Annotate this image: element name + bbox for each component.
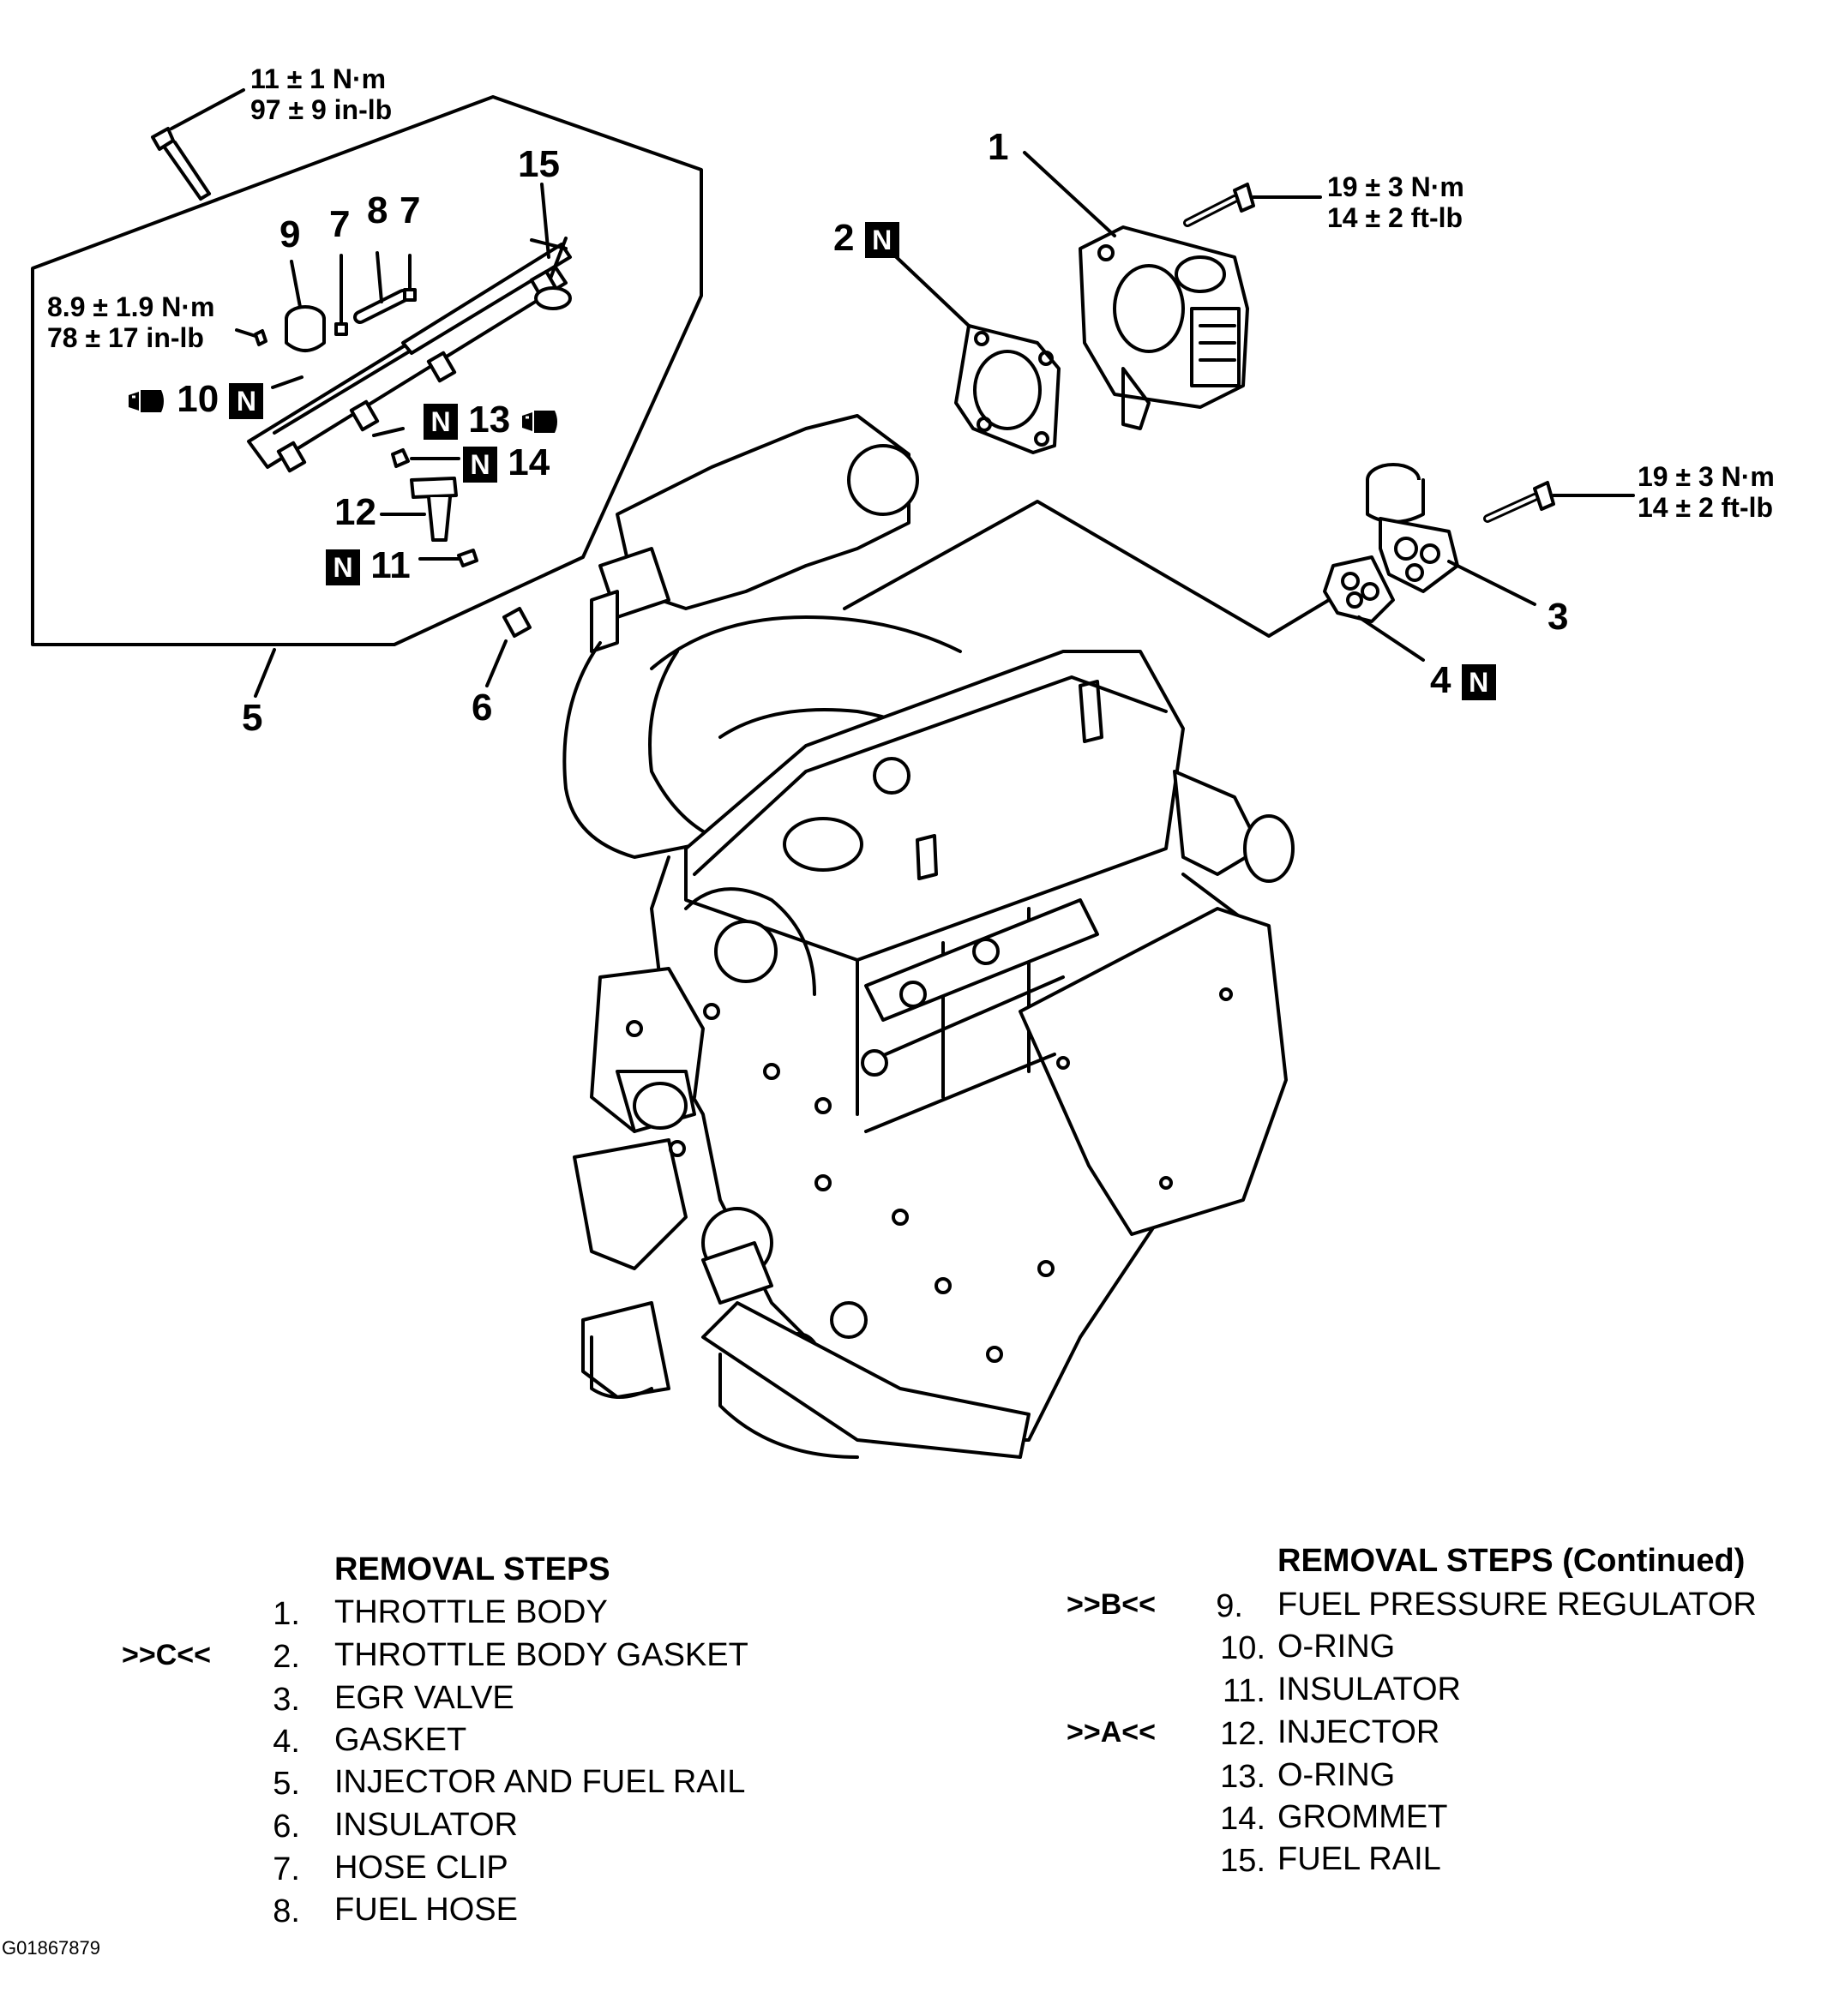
callout-12: 12 (334, 491, 376, 533)
step-number: 6. (273, 1809, 300, 1845)
step-number: 12. (1220, 1716, 1265, 1752)
step-number: 13. (1220, 1759, 1265, 1795)
step-text: EGR VALVE (334, 1680, 514, 1716)
step-number: 11. (1222, 1673, 1265, 1709)
callout-1: 1 (988, 126, 1009, 168)
torque-regulator: 8.9 ± 1.9 N·m 78 ± 17 in-lb (47, 291, 214, 353)
torque-nm: 19 ± 3 N·m (1638, 461, 1775, 492)
callout-11: N 11 (326, 544, 411, 586)
callout-13: N 13 (424, 399, 560, 441)
torque-imperial: 14 ± 2 ft-lb (1638, 492, 1774, 523)
fuel-pressure-regulator (235, 260, 326, 352)
step-marker: >>A<< (1067, 1716, 1156, 1749)
step-number: 3. (273, 1682, 300, 1718)
callout-number: 4 (1430, 659, 1451, 701)
callout-15: 15 (518, 143, 560, 185)
callout-5: 5 (242, 697, 263, 739)
grease-icon (522, 411, 558, 434)
step-number: 15. (1220, 1843, 1265, 1879)
step-number: 14. (1220, 1801, 1265, 1837)
step-text: O-RING (1277, 1757, 1396, 1793)
step-text: FUEL PRESSURE REGULATOR (1277, 1587, 1757, 1623)
torque-nm: 19 ± 3 N·m (1327, 171, 1464, 202)
torque-imperial: 97 ± 9 in-lb (250, 94, 393, 125)
callout-number: 11 (370, 544, 411, 586)
throttle-body (1023, 151, 1249, 430)
figure-id: G01867879 (2, 1937, 100, 1959)
step-number: 4. (273, 1724, 300, 1760)
new-part-mark: N (424, 404, 458, 441)
callout-9: 9 (279, 213, 301, 255)
step-text: O-RING (1277, 1629, 1396, 1665)
torque-egr-valve: 19 ± 3 N·m 14 ± 2 ft-lb (1638, 461, 1775, 523)
egr-valve (1366, 463, 1536, 606)
throttle-gasket (886, 247, 1061, 454)
top-bolt (151, 88, 245, 201)
throttle-bolt (1183, 183, 1322, 227)
insulator-6 (485, 607, 532, 687)
torque-nm: 11 ± 1 N·m (250, 63, 387, 94)
grease-icon (129, 390, 164, 413)
callout-number: 2 (833, 217, 855, 259)
step-text: THROTTLE BODY (334, 1594, 608, 1630)
new-part-mark: N (229, 383, 264, 420)
callout-8: 8 (367, 189, 388, 231)
injector-parts (271, 375, 478, 567)
step-number: 7. (273, 1851, 300, 1887)
new-part-mark: N (463, 447, 497, 483)
callout-number: 13 (468, 399, 511, 441)
torque-imperial: 78 ± 17 in-lb (47, 322, 204, 353)
torque-throttle-body: 19 ± 3 N·m 14 ± 2 ft-lb (1327, 171, 1464, 233)
step-text: FUEL HOSE (334, 1892, 518, 1928)
callout-3: 3 (1548, 596, 1569, 638)
leader-5 (254, 648, 276, 698)
removal-steps-heading: REMOVAL STEPS (334, 1551, 610, 1587)
step-number: 8. (273, 1893, 300, 1929)
step-number: 5. (273, 1766, 300, 1802)
callout-number: 10 (177, 378, 219, 420)
step-text: HOSE CLIP (334, 1850, 508, 1886)
step-text: INSULATOR (1277, 1671, 1461, 1707)
torque-top-bolt: 11 ± 1 N·m 97 ± 9 in-lb (250, 63, 392, 125)
callout-10: 10 N (127, 378, 264, 420)
step-text: GROMMET (1277, 1799, 1448, 1835)
new-part-mark: N (326, 549, 360, 586)
new-part-mark: N (864, 222, 899, 259)
step-text: GASKET (334, 1722, 467, 1758)
callout-6: 6 (472, 687, 493, 729)
step-marker: >>B<< (1067, 1588, 1156, 1621)
new-part-mark: N (1461, 664, 1496, 701)
step-text: INJECTOR AND FUEL RAIL (334, 1764, 746, 1800)
torque-imperial: 14 ± 2 ft-lb (1327, 202, 1463, 233)
callout-4: 4 N (1430, 659, 1496, 701)
egr-bolt (1483, 481, 1635, 523)
step-number: 10. (1220, 1630, 1265, 1666)
step-number: 1. (273, 1596, 300, 1632)
egr-gasket (843, 500, 1425, 662)
step-number: 9. (1216, 1588, 1243, 1624)
callout-7a: 7 (329, 203, 351, 245)
step-text: INJECTOR (1277, 1714, 1440, 1750)
step-text: FUEL RAIL (1277, 1841, 1441, 1877)
callout-7b: 7 (400, 189, 421, 231)
hose-clips-hose (334, 251, 417, 336)
step-marker: >>C<< (122, 1639, 211, 1671)
injector-group-outline (31, 95, 703, 646)
step-text: INSULATOR (334, 1807, 518, 1843)
callout-number: 14 (508, 441, 550, 483)
fuel-rail (247, 183, 572, 473)
step-number: 2. (273, 1639, 300, 1675)
removal-steps-continued-heading: REMOVAL STEPS (Continued) (1277, 1543, 1746, 1579)
torque-nm: 8.9 ± 1.9 N·m (47, 291, 215, 322)
engine-block (562, 414, 1295, 1459)
callout-14: N 14 (463, 444, 550, 483)
callout-2: 2 N (833, 217, 899, 259)
step-text: THROTTLE BODY GASKET (334, 1637, 748, 1673)
